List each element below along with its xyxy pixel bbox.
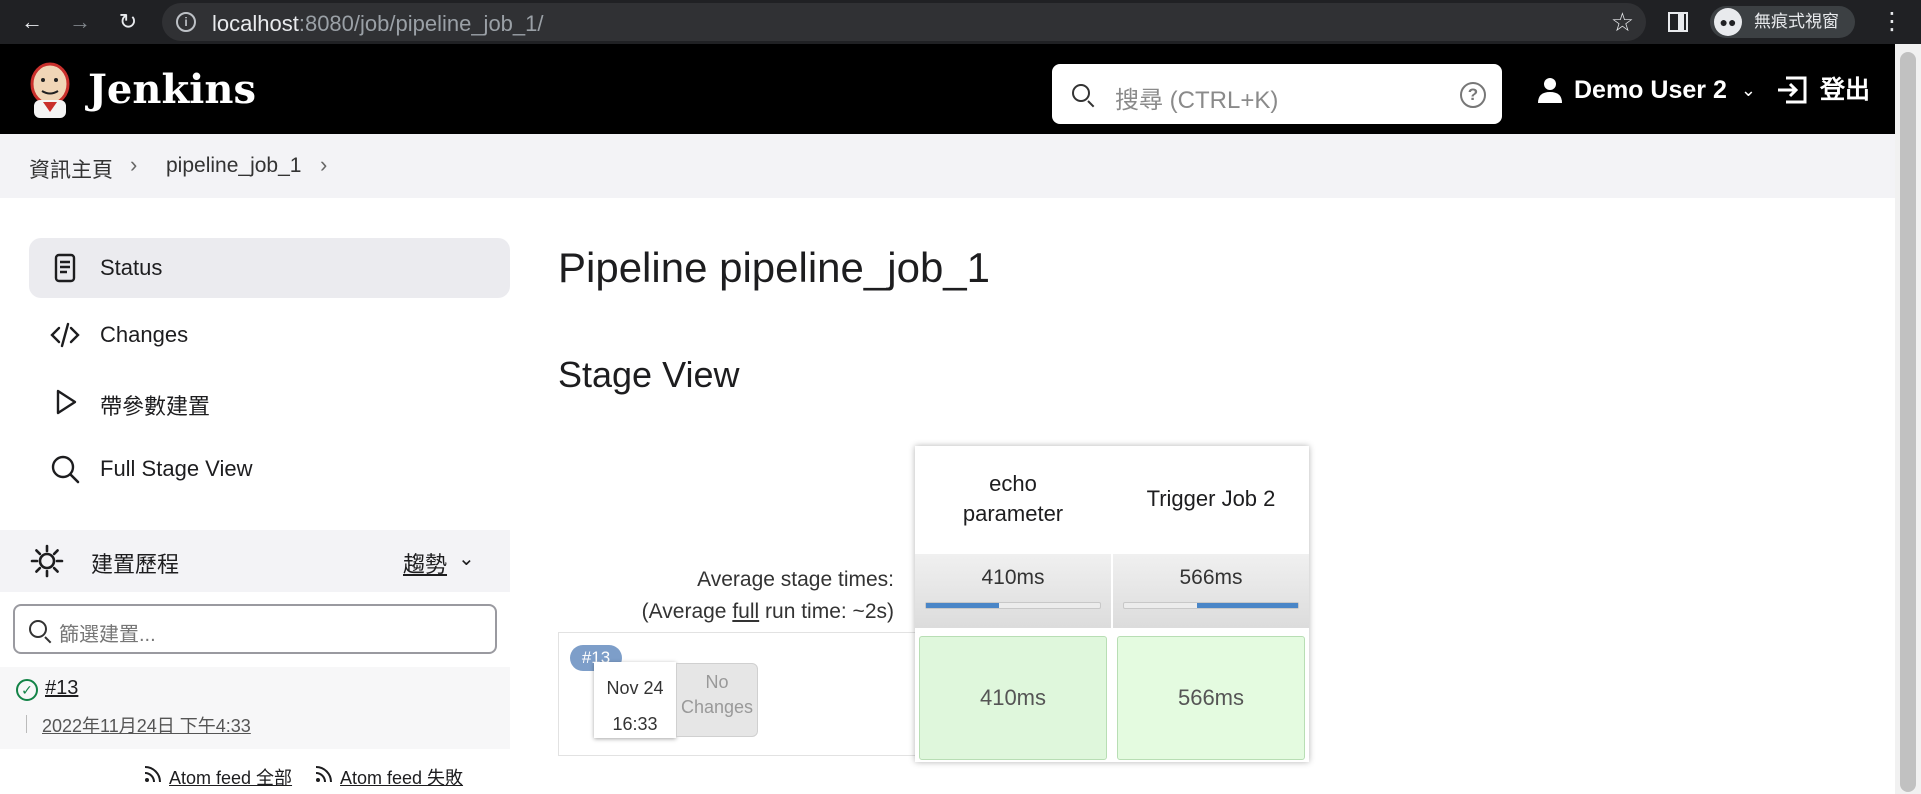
sidebar-item-label: 帶參數建置: [100, 394, 211, 419]
sidebar-item-label: Changes: [100, 322, 189, 347]
user-icon: [1538, 78, 1562, 103]
build-history-icon: [30, 544, 64, 578]
stage-header-echo-parameter: echo parameter: [915, 446, 1111, 552]
incognito-label: 無痕式視窗: [1754, 12, 1839, 31]
jenkins-header: Jenkins 搜尋 (CTRL+K) ? Demo User 2 ⌄ 登出: [0, 44, 1895, 134]
page-scrollbar[interactable]: [1895, 44, 1921, 794]
chevron-right-icon[interactable]: ›: [320, 152, 328, 177]
site-info-icon[interactable]: i: [176, 12, 196, 32]
atom-feed-all-link[interactable]: Atom feed 全部: [143, 764, 292, 790]
search-icon: [29, 620, 47, 638]
stage-progress-fill: [926, 603, 1000, 608]
no-changes-label: No Changes: [676, 663, 758, 737]
back-icon[interactable]: ←: [21, 9, 43, 34]
success-check-icon: ✓: [16, 679, 38, 701]
breadcrumb: 資訊主頁 › pipeline_job_1 ›: [0, 134, 1895, 198]
brand-title[interactable]: Jenkins: [88, 66, 256, 113]
chevron-right-icon[interactable]: ›: [130, 152, 138, 177]
help-icon[interactable]: ?: [1460, 82, 1486, 108]
logout-label: 登出: [1820, 76, 1871, 104]
build-history-row: ✓ #13 2022年11月24日 下午4:33: [0, 667, 510, 749]
url-text[interactable]: localhost:8080/job/pipeline_job_1/: [212, 11, 544, 36]
jenkins-logo-icon[interactable]: [28, 62, 72, 118]
rss-icon: [315, 766, 332, 783]
user-name: Demo User 2: [1574, 76, 1727, 104]
sidebar-item-label: Full Stage View: [100, 456, 253, 481]
timeline-divider: [26, 715, 27, 733]
chevron-down-icon[interactable]: ⌄: [458, 548, 475, 570]
page-title: Pipeline pipeline_job_1: [558, 244, 991, 291]
bookmark-star-icon[interactable]: ☆: [1610, 7, 1634, 37]
stage-progress-fill: [1197, 603, 1298, 608]
build-timestamp-link[interactable]: 2022年11月24日 下午4:33: [42, 716, 251, 736]
browser-toolbar: ← → ↻ i localhost:8080/job/pipeline_job_…: [0, 0, 1921, 44]
rss-icon: [144, 766, 161, 783]
sidebar-item-full-stage-view[interactable]: Full Stage View: [29, 439, 510, 499]
breadcrumb-item-dashboard[interactable]: 資訊主頁: [29, 159, 113, 182]
sidebar-item-status[interactable]: Status: [29, 238, 510, 298]
build-filter-input[interactable]: 篩選建置...: [59, 624, 156, 646]
stage-cell-echo-parameter[interactable]: 410ms: [919, 636, 1107, 760]
document-icon: [54, 253, 76, 283]
sidebar-item-build-with-parameters[interactable]: 帶參數建置: [29, 372, 510, 432]
build-history-title: 建置歷程: [91, 552, 180, 577]
browser-menu-icon[interactable]: ⋮: [1880, 8, 1904, 35]
run-row-label-area: [558, 632, 916, 756]
atom-feed-failed-link[interactable]: Atom feed 失敗: [314, 764, 463, 790]
sidebar-item-changes[interactable]: Changes: [29, 305, 510, 365]
stage-cell-trigger-job-2[interactable]: 566ms: [1117, 636, 1305, 760]
logout-button[interactable]: 登出: [1776, 74, 1870, 106]
forward-icon[interactable]: →: [69, 9, 91, 34]
play-icon: [56, 389, 77, 415]
build-number-link[interactable]: #13: [45, 677, 79, 699]
reload-icon[interactable]: ↻: [118, 9, 138, 34]
stage-view-title: Stage View: [558, 354, 740, 395]
trend-link[interactable]: 趨勢: [403, 552, 448, 577]
user-menu[interactable]: Demo User 2 ⌄: [1536, 74, 1756, 106]
build-history-header: 建置歷程 趨勢 ⌄: [0, 530, 510, 592]
search-icon: [51, 455, 80, 484]
incognito-icon: ●●: [1714, 8, 1742, 36]
stage-average-trigger-job-2: 566ms: [1113, 554, 1309, 628]
average-stage-times-label: Average stage times: (Average full run t…: [641, 568, 894, 623]
search-input[interactable]: 搜尋 (CTRL+K): [1115, 87, 1279, 114]
stage-header-trigger-job-2: Trigger Job 2: [1113, 446, 1309, 552]
scrollbar-thumb[interactable]: [1900, 52, 1916, 792]
run-date: Nov 24 16:33: [594, 662, 676, 738]
address-bar[interactable]: i localhost:8080/job/pipeline_job_1/ ☆: [162, 3, 1646, 41]
breadcrumb-item-job[interactable]: pipeline_job_1: [166, 154, 302, 177]
code-icon: [50, 322, 80, 348]
full-run-link[interactable]: full: [732, 600, 760, 623]
incognito-indicator[interactable]: ●● 無痕式視窗: [1710, 6, 1855, 38]
stage-view-table: echo parameter Trigger Job 2 410ms 566ms…: [915, 446, 1309, 762]
stage-average-echo-parameter: 410ms: [915, 554, 1111, 628]
stage-progress-bar: [925, 602, 1101, 609]
stage-progress-bar: [1123, 602, 1299, 609]
search-box[interactable]: 搜尋 (CTRL+K) ?: [1052, 64, 1502, 124]
sidebar-item-label: Status: [100, 255, 163, 280]
chevron-down-icon: ⌄: [1740, 80, 1756, 100]
logout-icon: [1778, 76, 1807, 104]
side-panel-icon[interactable]: [1668, 12, 1688, 32]
build-filter-field[interactable]: 篩選建置...: [13, 604, 497, 654]
search-icon: [1072, 84, 1090, 102]
